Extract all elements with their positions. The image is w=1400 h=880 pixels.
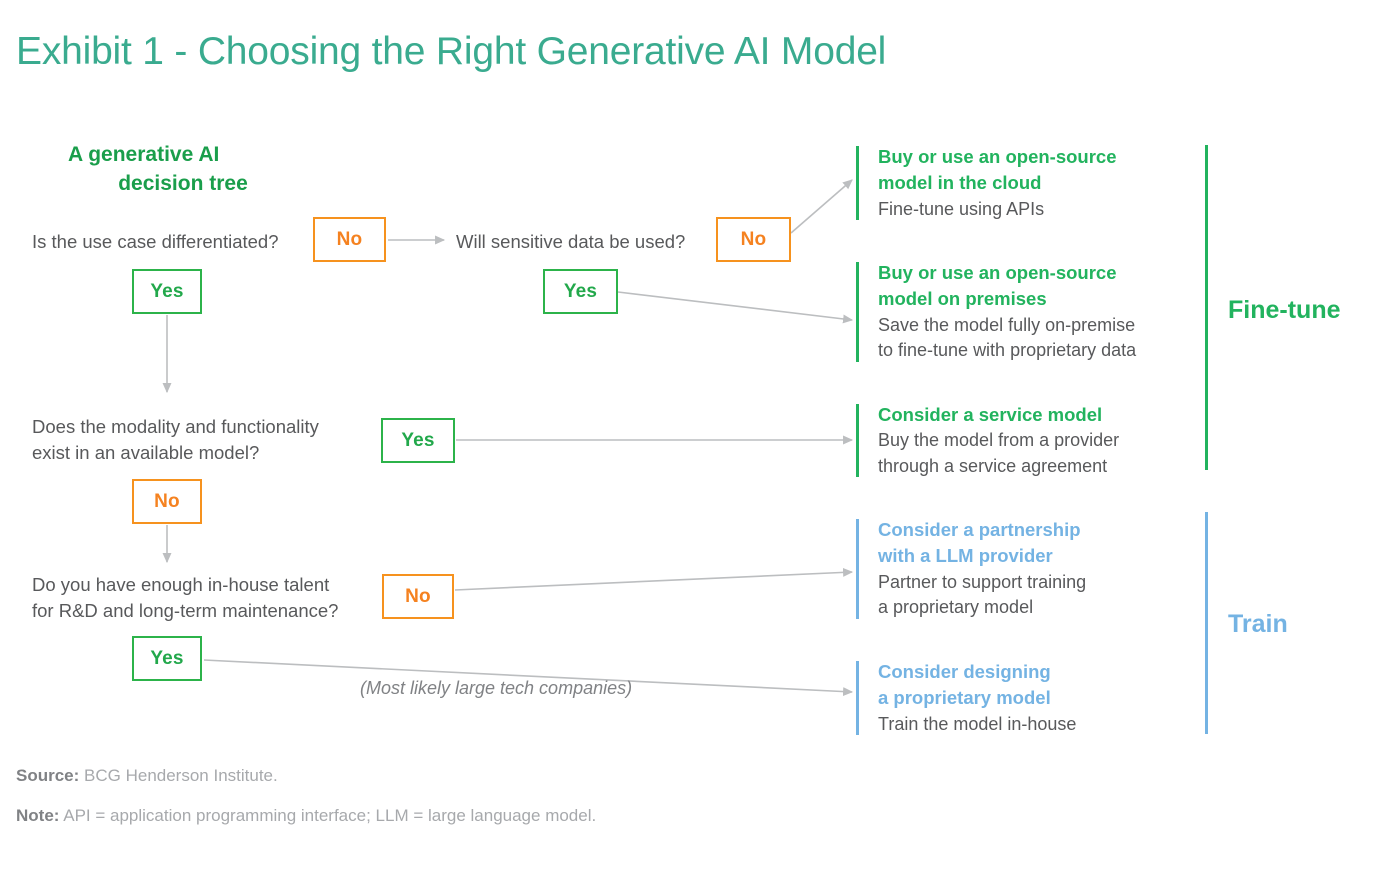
question-use-case-differentiated: Is the use case differentiated? <box>32 231 279 252</box>
source-label: Source: <box>16 766 80 785</box>
decision-q4-yes[interactable]: Yes <box>132 636 202 681</box>
edge-q2no-to-cloud <box>790 179 853 234</box>
outcome-premises-title: Buy or use an open-source model on premi… <box>878 262 1117 310</box>
page-title: Exhibit 1 - Choosing the Right Generativ… <box>16 30 887 73</box>
outcome-proprietary-subtitle: Train the model in-house <box>878 713 1077 734</box>
question-in-house-talent: Do you have enough in-house talent for R… <box>32 574 339 622</box>
outcome-cloud-subtitle: Fine-tune using APIs <box>878 198 1045 219</box>
decision-q4-no[interactable]: No <box>382 574 454 619</box>
outcome-proprietary: Consider designing a proprietary model T… <box>856 659 1186 737</box>
group-rail-train <box>1205 512 1208 734</box>
outcome-rail <box>856 262 859 362</box>
question-sensitive-data: Will sensitive data be used? <box>456 231 686 252</box>
edge-q2yes-to-premises <box>617 291 854 324</box>
tree-annotation: (Most likely large tech companies) <box>360 678 633 698</box>
outcome-premises: Buy or use an open-source model on premi… <box>856 260 1186 364</box>
source-note: Source: BCG Henderson Institute. <box>16 766 278 786</box>
tree-subtitle-line2: decision tree <box>118 171 248 195</box>
outcome-partnership-subtitle: Partner to support training a proprietar… <box>878 571 1087 618</box>
outcome-cloud: Buy or use an open-source model in the c… <box>856 144 1186 222</box>
outcome-cloud-title: Buy or use an open-source model in the c… <box>878 146 1117 194</box>
outcome-rail <box>856 146 859 221</box>
decision-q3-yes[interactable]: Yes <box>381 418 455 463</box>
decision-q2-no[interactable]: No <box>716 217 791 262</box>
tree-subtitle: A generative AI decision tree <box>68 141 298 199</box>
note-text: API = application programming interface;… <box>59 806 597 825</box>
decision-q3-no[interactable]: No <box>132 479 202 524</box>
group-rail-fine-tune <box>1205 145 1208 470</box>
outcome-rail <box>856 661 859 736</box>
note-label: Note: <box>16 806 60 825</box>
tree-subtitle-line1: A generative AI <box>68 143 220 166</box>
decision-q1-yes[interactable]: Yes <box>132 269 202 314</box>
note-note: Note: API = application programming inte… <box>16 806 596 826</box>
outcome-proprietary-title: Consider designing a proprietary model <box>878 661 1051 709</box>
group-label-fine-tune: Fine-tune <box>1228 296 1341 324</box>
outcome-partnership-title: Consider a partnership with a LLM provid… <box>878 519 1081 567</box>
source-text: BCG Henderson Institute. <box>79 766 278 785</box>
outcome-service-title: Consider a service model <box>878 404 1103 425</box>
edge-q4no-to-partnership <box>454 567 854 591</box>
question-modality-functionality: Does the modality and functionality exis… <box>32 416 319 464</box>
outcome-service: Consider a service model Buy the model f… <box>856 402 1186 479</box>
decision-q2-yes[interactable]: Yes <box>543 269 618 314</box>
outcome-rail <box>856 519 859 619</box>
outcome-partnership: Consider a partnership with a LLM provid… <box>856 517 1186 621</box>
outcome-service-subtitle: Buy the model from a provider through a … <box>878 430 1120 476</box>
outcome-premises-subtitle: Save the model fully on-premise to fine-… <box>878 314 1137 361</box>
outcome-rail <box>856 404 859 478</box>
decision-q1-no[interactable]: No <box>313 217 386 262</box>
group-label-train: Train <box>1228 610 1288 638</box>
